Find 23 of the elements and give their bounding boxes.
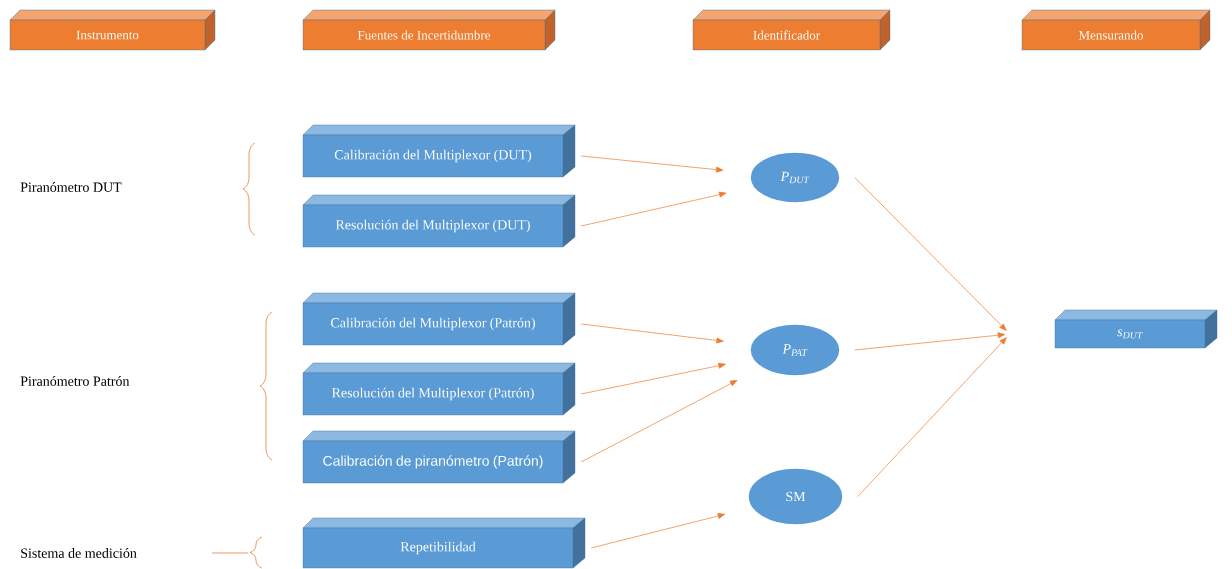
source-box: Calibración del Multiplexor (DUT) (302, 124, 576, 178)
source-box: Calibración del Multiplexor (Patrón) (302, 292, 576, 346)
source-box: s$_{DUT}$ (1054, 309, 1218, 349)
arrow (854, 177, 1007, 331)
source-box: Resolución del Multiplexor (DUT) (302, 194, 576, 248)
column-header: Fuentes de Incertidumbre (302, 9, 556, 51)
source-box: Calibración de piranómetro (Patrón) (302, 430, 576, 484)
arrow (580, 155, 724, 173)
arrow (580, 362, 726, 395)
instrument-label: Piranómetro Patrón (20, 376, 130, 386)
arrow (580, 323, 724, 344)
column-header: Identificador (692, 9, 891, 51)
column-header: Instrumento (9, 9, 216, 51)
column-header: Mensurando (1021, 9, 1211, 51)
arrow (580, 191, 727, 227)
instrument-label: Piranómetro DUT (20, 182, 122, 192)
arrow (857, 337, 1007, 497)
source-box: Resolución del Multiplexor (Patrón) (302, 362, 576, 416)
arrow (854, 332, 1006, 351)
arrow (590, 513, 726, 549)
arrow (580, 380, 738, 463)
instrument-label: Sistema de medición (21, 548, 137, 558)
source-box: Repetibilidad (302, 517, 586, 569)
